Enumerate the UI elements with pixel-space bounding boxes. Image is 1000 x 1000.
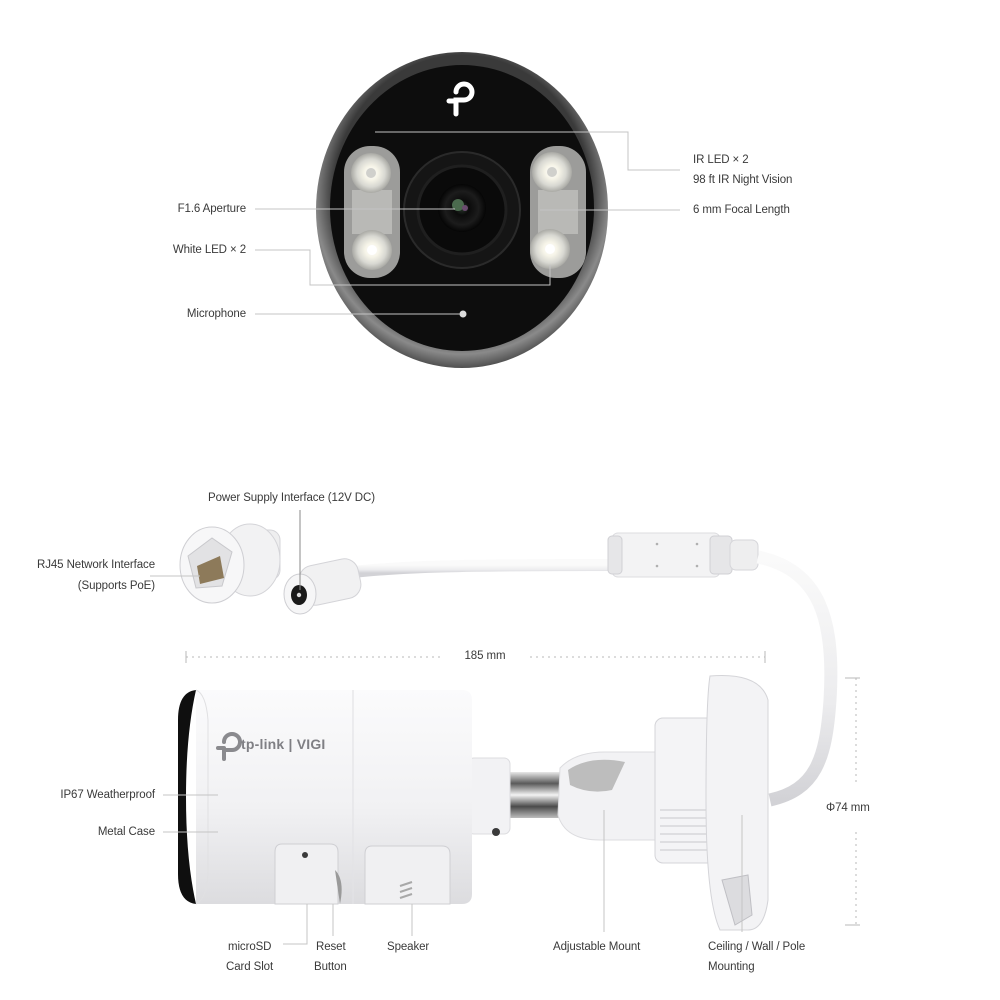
dimension-diameter: Φ74 mm <box>826 802 870 814</box>
label-microsd-line2: Card Slot <box>226 961 274 973</box>
front-leader-lines <box>255 131 680 315</box>
label-mounting-line2: Mounting <box>708 961 755 973</box>
label-ir-led: IR LED × 2 <box>693 154 749 166</box>
label-weatherproof: IP67 Weatherproof <box>60 789 155 801</box>
label-mounting-line1: Ceiling / Wall / Pole <box>708 941 806 953</box>
speaker-grille-icon <box>399 881 413 899</box>
dc-power-jack-icon <box>283 558 362 615</box>
label-adjustable-mount: Adjustable Mount <box>553 941 641 953</box>
side-camera-view <box>178 675 769 931</box>
label-microsd-line1: microSD <box>228 941 272 953</box>
label-white-led: White LED × 2 <box>172 244 246 256</box>
label-speaker: Speaker <box>387 941 430 953</box>
front-camera-view <box>316 52 608 368</box>
ring-nut-ridges <box>660 809 712 851</box>
brand-logo: tp-link | VIGI <box>241 736 326 752</box>
reset-button-icon <box>302 852 308 858</box>
tp-logo-icon <box>446 81 475 117</box>
dimension-length: 185 mm <box>464 650 506 662</box>
label-rj45-line1: RJ45 Network Interface <box>37 559 155 571</box>
tp-link-logo-icon <box>216 732 242 761</box>
label-focal-length: 6 mm Focal Length <box>693 204 790 216</box>
label-metal-case: Metal Case <box>97 826 155 838</box>
label-power-supply: Power Supply Interface (12V DC) <box>208 492 375 504</box>
cable-leader-lines <box>150 510 301 590</box>
cable-assembly <box>179 523 838 807</box>
label-reset-line1: Reset <box>316 941 346 953</box>
rj45-connector-icon <box>179 523 281 604</box>
label-aperture: F1.6 Aperture <box>177 203 246 215</box>
label-microphone: Microphone <box>186 308 246 320</box>
dimension-lines <box>185 651 860 926</box>
microphone-icon <box>459 310 467 318</box>
label-ir-night-vision: 98 ft IR Night Vision <box>693 174 793 186</box>
label-rj45-line2: (Supports PoE) <box>77 580 155 592</box>
side-leader-lines <box>163 794 743 945</box>
label-reset-line2: Button <box>314 961 347 973</box>
